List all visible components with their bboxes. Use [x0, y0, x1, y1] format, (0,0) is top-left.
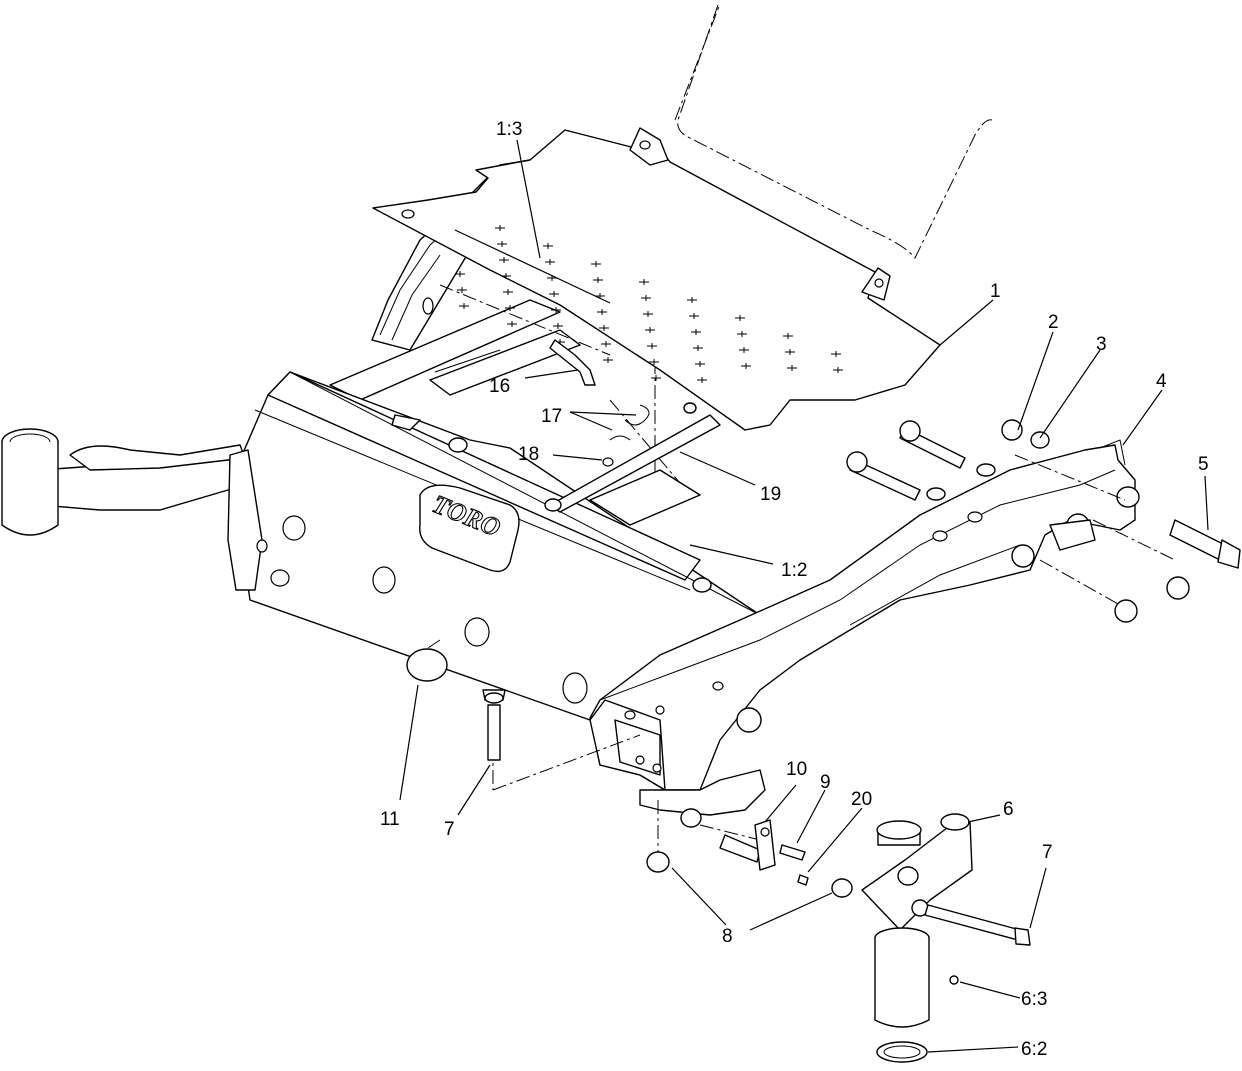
callout-2: 2 [1048, 312, 1059, 333]
callout-6-3: 6:3 [1021, 989, 1047, 1010]
toro-logo-badge [419, 484, 520, 573]
perforation-mark [507, 321, 517, 327]
perforation-mark [549, 291, 559, 297]
perforation-mark [787, 365, 797, 371]
perforation-mark [649, 359, 659, 365]
perforation-mark [645, 327, 655, 333]
perforation-mark [601, 341, 611, 347]
perforation-mark [503, 289, 513, 295]
callout-19: 19 [760, 484, 781, 505]
perforation-mark [741, 363, 751, 369]
perforation-mark [501, 273, 511, 279]
callout-6-2: 6:2 [1021, 1039, 1047, 1060]
perforation-mark [497, 241, 507, 247]
perforation-mark [691, 329, 701, 335]
perforation-mark [545, 259, 555, 265]
callout-1-2: 1:2 [781, 560, 807, 581]
callout-3: 3 [1096, 334, 1107, 355]
perforation-mark [833, 367, 843, 373]
perforation-mark [457, 287, 467, 293]
perforation-mark [599, 325, 609, 331]
caster-bolt-vertical [482, 689, 506, 761]
perforation-mark [505, 305, 515, 311]
plug [406, 648, 448, 682]
front-frame: TORO [239, 371, 761, 721]
floor-plate-perforations [455, 225, 843, 383]
rail-bolts [846, 419, 1050, 501]
perforation-mark [689, 313, 699, 319]
callout-8: 8 [722, 926, 733, 947]
bracket-hardware [719, 819, 809, 886]
callout-17: 17 [541, 406, 562, 427]
left-caster-arm [1, 428, 290, 591]
leader-lines [399, 139, 1209, 1053]
callout-20: 20 [851, 789, 872, 810]
callout-18: 18 [518, 444, 539, 465]
perforation-mark [737, 331, 747, 337]
perforation-mark [603, 357, 613, 363]
perforation-mark [597, 309, 607, 315]
perforation-mark [553, 323, 563, 329]
perforation-mark [687, 297, 697, 303]
callout-9: 9 [820, 772, 831, 793]
perforation-mark [455, 271, 465, 277]
callout-16: 16 [489, 376, 510, 397]
callout-labels: 1:3 1 2 3 4 5 16 17 18 19 1:2 11 7 10 9 … [380, 119, 1209, 1060]
callout-11: 11 [380, 809, 400, 830]
perforation-mark [647, 343, 657, 349]
perforation-mark [641, 295, 651, 301]
perforation-mark [593, 277, 603, 283]
perforation-mark [697, 377, 707, 383]
floor-plate [372, 127, 941, 431]
perforation-mark [591, 261, 601, 267]
frame-cross-members [329, 299, 581, 401]
perforation-mark [735, 315, 745, 321]
perforation-mark [643, 311, 653, 317]
perforation-mark [739, 347, 749, 353]
callout-1-3: 1:3 [496, 119, 522, 140]
latch-linkage [544, 339, 721, 526]
flange-nut [646, 851, 670, 873]
perforation-mark [499, 257, 509, 263]
callout-6: 6 [1003, 799, 1014, 820]
callout-1: 1 [990, 281, 1001, 302]
perforation-mark [831, 351, 841, 357]
perforation-mark [639, 279, 649, 285]
phantom-seat-outline [677, 4, 993, 259]
perforation-mark [495, 225, 505, 231]
perforation-mark [651, 375, 661, 381]
perforation-mark [459, 303, 469, 309]
callout-10: 10 [786, 759, 807, 780]
pivot-bolt [1114, 519, 1241, 623]
callout-4: 4 [1156, 371, 1167, 392]
perforation-mark [695, 361, 705, 367]
perforation-mark [693, 345, 703, 351]
callout-5: 5 [1198, 454, 1209, 475]
right-frame-rail [589, 439, 1140, 828]
callout-7a: 7 [444, 819, 455, 840]
perforation-mark [543, 243, 553, 249]
perforation-mark [783, 333, 793, 339]
callout-7b: 7 [1042, 842, 1053, 863]
caster-fork [861, 813, 1031, 1063]
perforation-mark [785, 349, 795, 355]
perforation-mark [551, 307, 561, 313]
